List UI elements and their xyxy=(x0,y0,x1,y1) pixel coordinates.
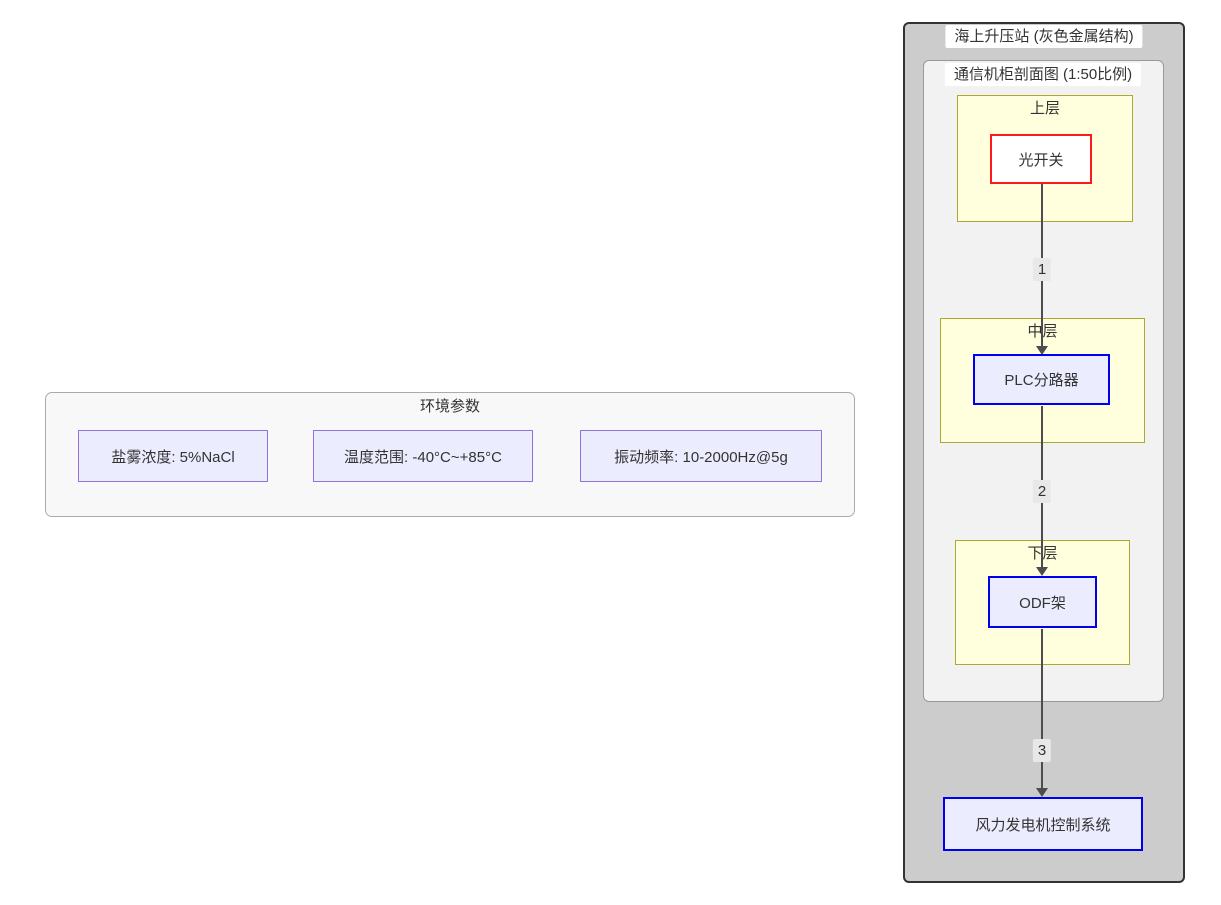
node-wind-turbine-control-label: 风力发电机控制系统 xyxy=(975,816,1111,834)
layer-upper-title: 上层 xyxy=(1029,100,1060,117)
node-plc-splitter: PLC分路器 xyxy=(973,354,1110,405)
env-node-temperature-label: 温度范围: -40°C~+85°C xyxy=(344,448,502,466)
edge-1-label: 1 xyxy=(1032,258,1052,281)
edge-2-arrowhead-icon xyxy=(1036,567,1048,576)
edge-1-arrowhead-icon xyxy=(1036,346,1048,355)
node-odf-rack: ODF架 xyxy=(988,576,1097,628)
edge-3-label: 3 xyxy=(1032,739,1052,762)
node-plc-splitter-label: PLC分路器 xyxy=(1004,372,1079,389)
cabinet-cluster-title: 通信机柜剖面图 (1:50比例) xyxy=(944,63,1142,86)
env-node-salt-fog-label: 盐雾浓度: 5%NaCl xyxy=(111,448,235,466)
env-node-salt-fog: 盐雾浓度: 5%NaCl xyxy=(78,430,268,482)
env-node-vibration: 振动频率: 10-2000Hz@5g xyxy=(580,430,822,482)
node-optical-switch-label: 光开关 xyxy=(1018,151,1064,169)
env-node-temperature: 温度范围: -40°C~+85°C xyxy=(313,430,533,482)
edge-2-label: 2 xyxy=(1032,480,1052,503)
edge-3-line xyxy=(1041,629,1043,789)
env-params-title: 环境参数 xyxy=(419,398,480,415)
node-optical-switch: 光开关 xyxy=(990,134,1092,184)
env-node-vibration-label: 振动频率: 10-2000Hz@5g xyxy=(614,448,788,466)
node-odf-rack-label: ODF架 xyxy=(1019,594,1066,612)
node-wind-turbine-control: 风力发电机控制系统 xyxy=(943,797,1143,851)
edge-3-arrowhead-icon xyxy=(1036,788,1048,797)
station-cluster-title: 海上升压站 (灰色金属结构) xyxy=(945,25,1143,48)
